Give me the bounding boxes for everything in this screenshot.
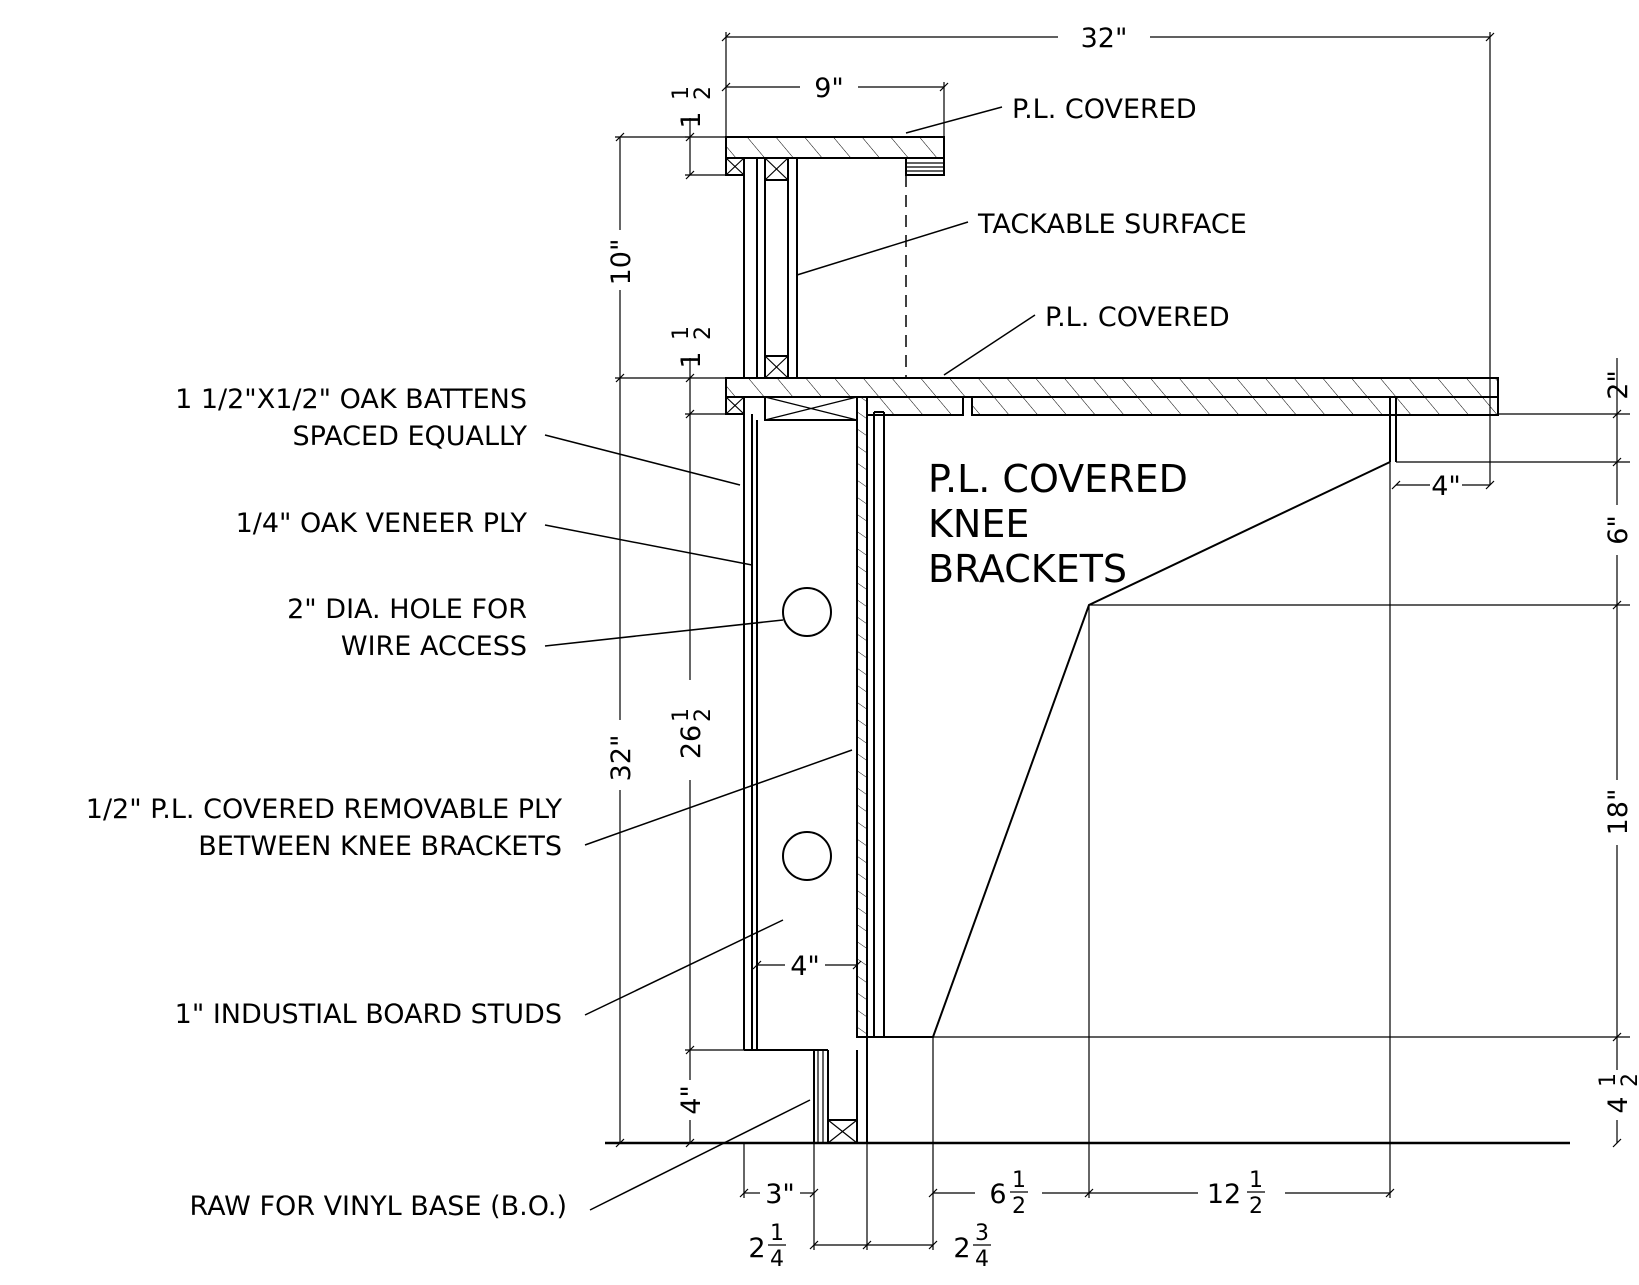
dim-top-thickness-num: 1 xyxy=(669,86,694,100)
dim-upper-height: 10" xyxy=(606,239,637,286)
dim-right-4-den: 2 xyxy=(1618,1073,1639,1087)
dim-top-thickness-den: 2 xyxy=(691,86,716,100)
dim-bottom-6-den: 2 xyxy=(1012,1194,1026,1219)
dim-mid-thickness-whole: 1 xyxy=(676,351,707,368)
dim-inner-height-num: 1 xyxy=(669,708,694,722)
dim-inner-height-whole: 26 xyxy=(676,725,707,759)
label-knee-brackets-3: BRACKETS xyxy=(928,547,1127,591)
upper-stud-block-top xyxy=(764,157,789,181)
callouts: P.L. COVERED TACKABLE SURFACE P.L. COVER… xyxy=(86,94,1247,1222)
dim-base-height: 4" xyxy=(676,1085,707,1115)
dim-bottom-2a-whole: 2 xyxy=(748,1233,765,1264)
dim-right-2: 2" xyxy=(1603,370,1634,400)
dim-right-6: 6" xyxy=(1603,515,1634,545)
label-veneer-ply: 1/4" OAK VENEER PLY xyxy=(236,508,528,539)
label-hole-1: 2" DIA. HOLE FOR xyxy=(287,594,527,625)
dim-right-4-whole: 4 xyxy=(1603,1096,1634,1113)
dim-mid-thickness-num: 1 xyxy=(669,326,694,340)
dim-top-width: 32" xyxy=(1081,23,1128,54)
label-pl-covered-mid: P.L. COVERED xyxy=(1045,302,1230,333)
dim-bottom-2a-den: 4 xyxy=(770,1247,784,1272)
label-vinyl-base: RAW FOR VINYL BASE (B.O.) xyxy=(190,1191,568,1222)
dim-top-shelf: 9" xyxy=(814,73,844,104)
worksurface-batten-left xyxy=(725,396,745,415)
label-pl-covered-top: P.L. COVERED xyxy=(1012,94,1197,125)
label-knee-brackets-2: KNEE xyxy=(928,502,1029,546)
dim-bracket-offset: 4" xyxy=(1431,471,1461,502)
dim-inner-height-den: 2 xyxy=(691,708,716,722)
dim-stud-depth: 4" xyxy=(790,951,820,982)
label-oak-battens-2: SPACED EQUALLY xyxy=(292,421,527,452)
dim-bottom-2b-den: 4 xyxy=(975,1247,989,1272)
dimension-lines xyxy=(615,32,1630,1250)
dim-bottom-2b-whole: 2 xyxy=(953,1233,970,1264)
dim-bottom-2a-num: 1 xyxy=(770,1221,784,1246)
dimension-ticks xyxy=(615,32,1622,1250)
dim-right-18: 18" xyxy=(1603,789,1634,836)
dimension-text: 32" 9" 1 1 2 10" 1 1 2 32" 26 1 2 4" xyxy=(606,23,1639,1272)
label-removable-ply-2: BETWEEN KNEE BRACKETS xyxy=(198,831,562,862)
dim-bottom-6-whole: 6 xyxy=(989,1179,1006,1210)
label-knee-brackets-1: P.L. COVERED xyxy=(928,457,1188,501)
label-removable-ply-1: 1/2" P.L. COVERED REMOVABLE PLY xyxy=(86,794,563,825)
worksurface-subframe-right xyxy=(971,396,1499,416)
dim-overall-height: 32" xyxy=(606,735,637,782)
structure xyxy=(605,136,1570,1145)
dim-bottom-12-num: 1 xyxy=(1249,1168,1263,1193)
dim-bottom-12-whole: 12 xyxy=(1207,1179,1241,1210)
dim-right-4-num: 1 xyxy=(1596,1073,1621,1087)
dim-bottom-2b-num: 3 xyxy=(975,1221,989,1246)
knee-bracket-outline xyxy=(867,461,1391,1038)
top-cap-board xyxy=(725,136,945,159)
label-oak-battens-1: 1 1/2"X1/2" OAK BATTENS xyxy=(175,384,527,415)
dim-mid-thickness-den: 2 xyxy=(691,326,716,340)
dim-top-thickness-whole: 1 xyxy=(676,111,707,128)
wire-hole-lower xyxy=(782,831,832,881)
label-tackable-surface: TACKABLE SURFACE xyxy=(977,209,1247,240)
label-studs: 1" INDUSTIAL BOARD STUDS xyxy=(175,999,562,1030)
worksurface xyxy=(725,377,1499,398)
removable-ply-panel xyxy=(856,396,868,1038)
dim-bottom-3: 3" xyxy=(765,1179,795,1210)
dim-bottom-12-den: 2 xyxy=(1249,1194,1263,1219)
dim-bottom-6-num: 1 xyxy=(1012,1168,1026,1193)
leader-lines xyxy=(544,106,1036,1211)
wire-hole-upper xyxy=(782,587,832,637)
label-hole-2: WIRE ACCESS xyxy=(341,631,527,662)
